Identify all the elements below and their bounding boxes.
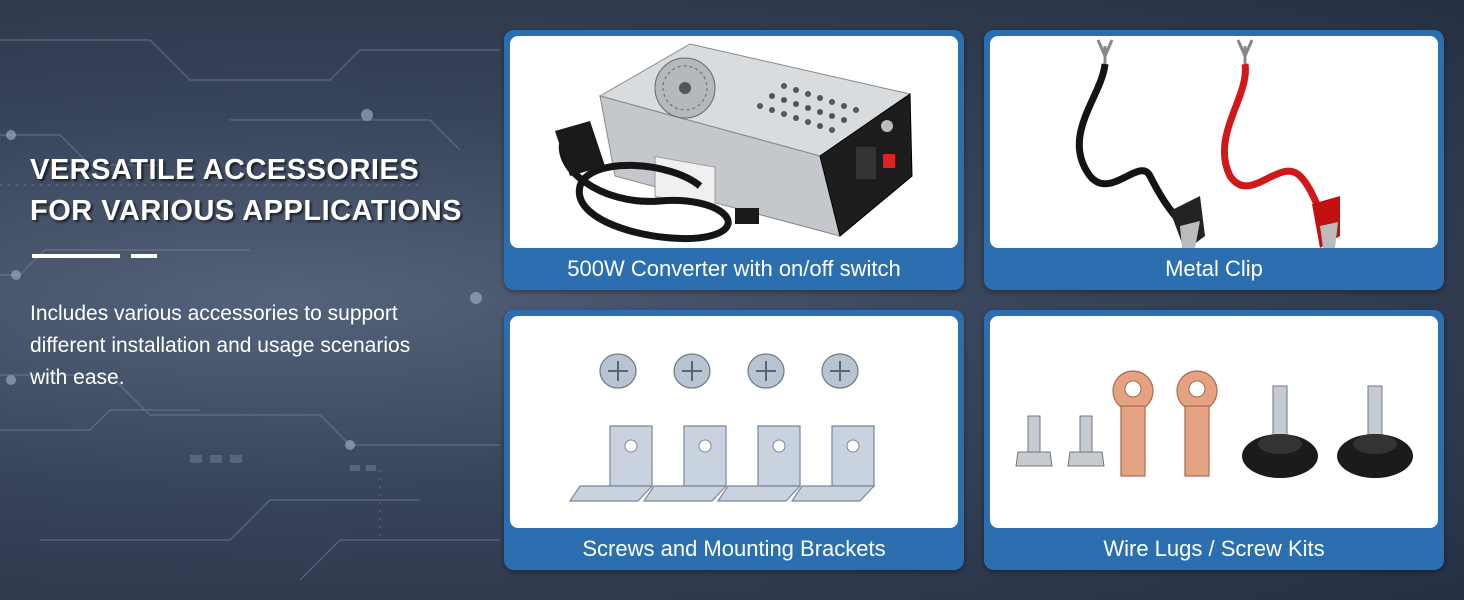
power-supply-image [510, 36, 958, 248]
screw-bracket-icon [568, 353, 876, 502]
divider-short [131, 254, 157, 258]
power-supply-icon [555, 43, 913, 242]
card-caption: Wire Lugs / Screw Kits [1103, 536, 1325, 561]
card-metal-clip: Metal Clip [984, 30, 1444, 290]
headline-line-1: VERSATILE ACCESSORIES [30, 154, 420, 186]
card-caption: 500W Converter with on/off switch [567, 256, 901, 281]
card-wire-lugs: Wire Lugs / Screw Kits [984, 310, 1444, 570]
card-caption: Screws and Mounting Brackets [582, 536, 886, 561]
intro-panel: VERSATILE ACCESSORIES FOR VARIOUS APPLIC… [30, 150, 500, 394]
screws-brackets-image [510, 316, 958, 528]
metal-clip-image [990, 36, 1438, 248]
divider-long [32, 254, 120, 258]
wire-lug-icon [1015, 370, 1413, 478]
card-power-supply: 500W Converter with on/off switch [504, 30, 964, 290]
wire-lugs-image [990, 316, 1438, 528]
description: Includes various accessories to support … [30, 302, 411, 389]
alligator-clip-icon [1075, 39, 1340, 248]
card-caption: Metal Clip [1165, 256, 1263, 281]
headline-line-2: FOR VARIOUS APPLICATIONS [30, 195, 462, 227]
headline: VERSATILE ACCESSORIES FOR VARIOUS APPLIC… [30, 150, 500, 232]
divider [30, 254, 500, 258]
card-screws-brackets: Screws and Mounting Brackets [504, 310, 964, 570]
